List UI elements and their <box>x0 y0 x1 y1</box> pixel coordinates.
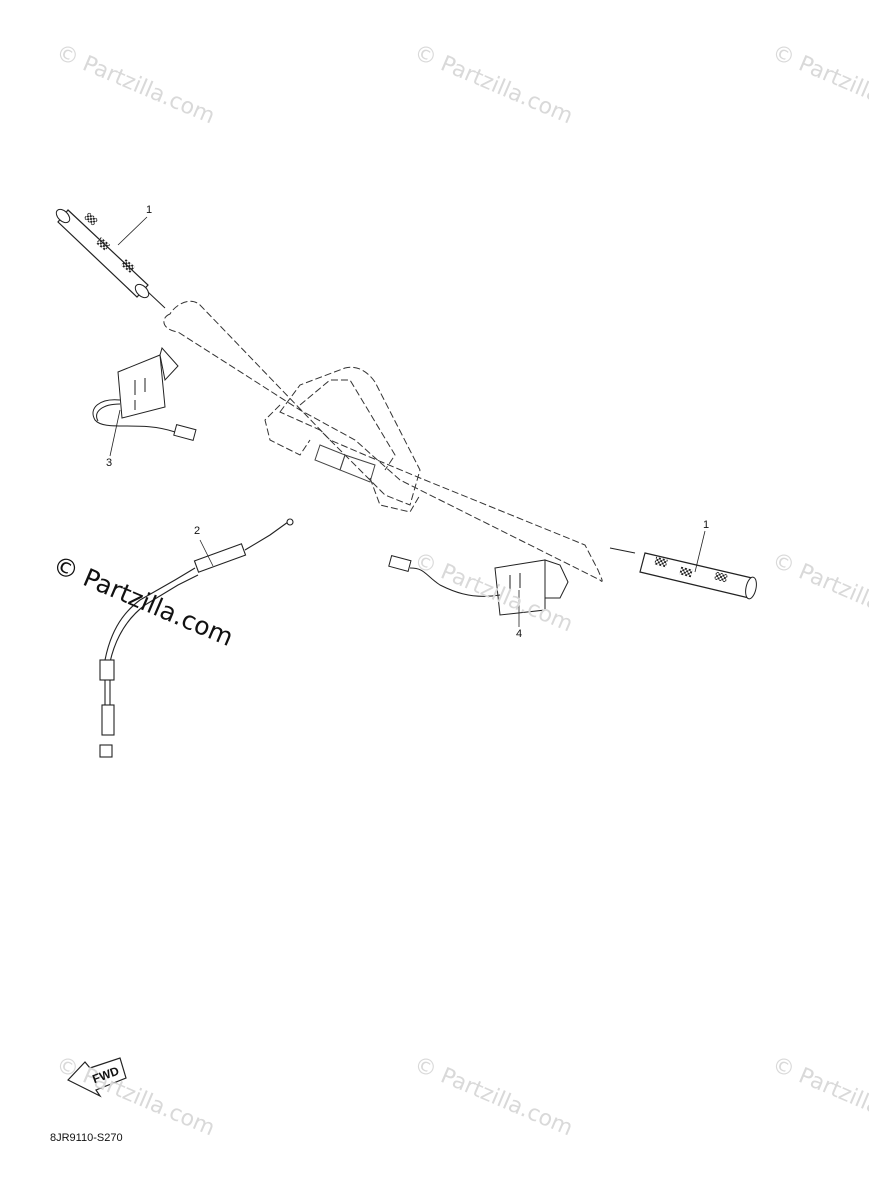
grip-right <box>609 547 757 600</box>
grip-heater-right <box>388 554 569 616</box>
fwd-arrow-icon <box>67 1057 127 1098</box>
callout-grip-left: 1 <box>146 204 153 216</box>
callout-cable: 2 <box>194 525 201 537</box>
grip-heater-left <box>92 346 197 441</box>
callout-leaders <box>109 216 706 627</box>
callout-heater-right: 4 <box>516 628 523 640</box>
callout-heater-left: 3 <box>106 457 113 469</box>
diagram-code: 8JR9110-S270 <box>50 1132 123 1144</box>
handlebar <box>163 300 603 582</box>
handlebar-clamp <box>314 444 376 483</box>
throttle-cable <box>99 518 294 758</box>
grip-left <box>55 208 166 309</box>
callout-grip-right: 1 <box>703 519 710 531</box>
